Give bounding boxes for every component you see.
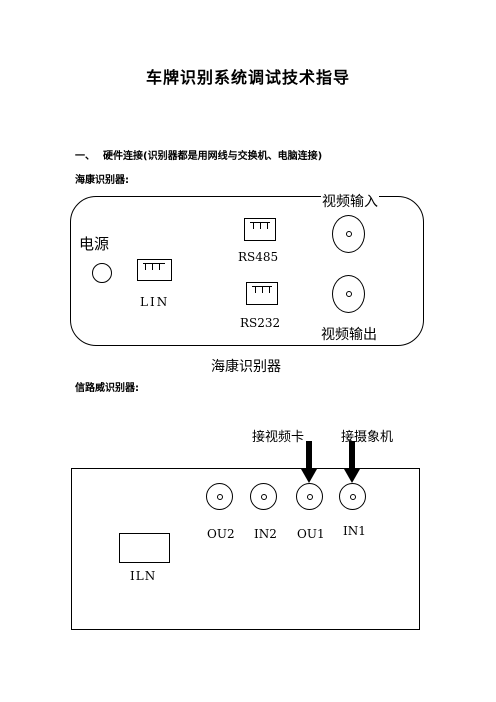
rs485-label: RS485 — [238, 250, 279, 264]
rs232-connector — [246, 282, 278, 305]
video-out-label: 视频输出 — [321, 327, 377, 343]
arrow2-icon — [344, 441, 360, 483]
section-heading: 硬件连接(识别器都是用网线与交换机、电脑连接) — [103, 151, 323, 162]
arrow1-icon — [301, 441, 317, 483]
video-in-port — [332, 215, 365, 253]
hik-subtitle: 海康识别器: — [75, 175, 129, 186]
power-port — [92, 263, 112, 283]
port-ou2 — [206, 483, 233, 510]
rs232-label: RS232 — [240, 316, 281, 330]
arrow1-label: 接视频卡 — [252, 430, 305, 445]
port-label-ou1: OU1 — [297, 527, 325, 541]
xlw-subtitle: 信路威识别器: — [75, 383, 139, 394]
lin-connector — [137, 259, 172, 281]
port-in1 — [339, 483, 366, 510]
xlw-device-outline — [71, 468, 420, 630]
iln-label: ILN — [130, 569, 157, 583]
rs485-connector — [244, 218, 276, 241]
port-in2 — [250, 483, 277, 510]
iln-connector — [119, 533, 170, 563]
port-label-in1: IN1 — [343, 524, 366, 538]
port-label-in2: IN2 — [254, 527, 277, 541]
section-number: 一、 — [75, 151, 95, 162]
hik-device-outline — [70, 196, 424, 346]
hik-caption: 海康识别器 — [211, 359, 281, 375]
port-ou1 — [296, 483, 323, 510]
lin-label: LIN — [140, 295, 170, 309]
port-label-ou2: OU2 — [207, 527, 235, 541]
video-in-label: 视频输入 — [321, 191, 379, 211]
power-label: 电源 — [79, 235, 110, 253]
video-out-port — [332, 275, 365, 313]
page-title: 车牌识别系统调试技术指导 — [145, 68, 350, 87]
